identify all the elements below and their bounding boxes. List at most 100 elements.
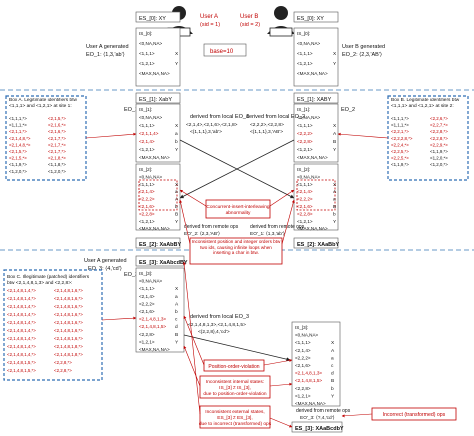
identifier: <2,1,4,8,1,6,*> [54,288,83,293]
state-line: <2,2,2> [295,355,311,360]
derived-local-3-vals: <2,1,4,8,1,3>,<2,1,4,8,1,5> [188,322,246,328]
derived-remote-left-b: EO'_2: ⟨2,3,'AB'⟩ [184,231,220,237]
identifier: <2,1,4,8,1,8,*> [54,344,83,349]
state-char: Y [175,219,179,225]
state-line: <1,2,1> [139,219,155,224]
is3-left-lines: IS_[3]:<0,NA,NA><1,1,1><2,1,4><2,2,2><2,… [139,271,179,352]
state-line: <2,2,2> [297,131,313,136]
inconsistent-label: Inconsistent position and integer orders… [191,239,281,256]
identifier: <2,2,6,*> [430,116,448,121]
gen-a-line1: User A generated [86,44,129,50]
derived-remote-left: derived from remote ops [184,224,239,230]
pov-label-box [203,359,265,372]
state-line: <2,1,4> [139,294,155,299]
state-line: <2,1,6> [139,309,155,314]
state-line: <2,2,8> [139,211,155,216]
state-char: A [333,131,337,137]
state-char: d [331,371,334,377]
state-char: a [175,295,178,300]
state-line: <2,2,8> [139,332,155,337]
identifier: <1,2,0,*> [9,169,27,174]
is3-right-lines: IS_[3]:<0,NA,NA><1,1,1><2,1,4><2,2,2><2,… [295,325,335,406]
state-line: IS_[1]: [297,107,310,112]
state-char: B [333,139,336,145]
external-arrow-left [182,261,201,415]
state-line: IS_[0]: [139,31,152,36]
eo3-label: EO_3 [124,272,138,278]
state-char: X [333,51,337,57]
identifier: <2,2,2,8,*> [391,136,413,141]
state-line: <2,1,4,8,1,5> [295,378,322,383]
state-line: IS_[2]: [297,167,310,172]
derived-remote-right-b: EO'_1: ⟨1,3,'ab'⟩ [250,231,285,237]
is2-right-highlight [296,179,336,211]
state-line: <1,1,1> [139,182,155,187]
identifier: <2,1,4,8,1,4,*> [7,296,36,301]
state-char: a [175,190,178,195]
state-line: <0,NA,NA> [139,41,163,46]
box-c-arrow [101,316,137,321]
identifier: <2,2,4,*> [391,142,409,147]
state-line: <MAX,NA,NA> [139,155,170,160]
internal-arrow-right [269,382,293,387]
identifier: <2,1,4,8,1,5,*> [7,368,36,373]
state-char: a [331,356,334,361]
state-char: c [175,318,178,323]
state-char: Y [333,147,337,153]
state-line: <2,1,4> [297,189,313,194]
state-line: <1,1,1> [297,123,313,128]
identifier: <2,2,1,*> [391,129,409,134]
state-line: <2,1,1,4> [139,131,159,136]
state-char: b [175,139,178,145]
external-label-1: Inconsistent external states, [205,409,264,415]
internal-label-2: IS_[3] ≠ IS_[3], [219,385,251,391]
state-char: B [331,378,334,384]
identifier: <2,1,4,8,1,6,*> [54,304,83,309]
es0-left-box [135,11,181,23]
state-char: c [331,364,334,369]
identifier: <2,1,4,8,1,8,*> [54,352,83,357]
inconsistent-arrow-right [281,199,295,245]
is1-left-lines: IS_[1]:<0,NA,NA><1,1,1><2,1,1,4><2,1,4><… [139,107,179,160]
state-line: <1,1,1> [295,340,311,345]
identifier: <2,2,8,*> [430,136,448,141]
es0-right: ES_[0]: XY [297,16,324,22]
state-line: <1,2,1> [295,393,311,398]
derived-remote-3-b: EO'_3: ⟨?,4,'cd'⟩ [300,415,335,421]
es0-left: ES_[0]: XY [139,16,166,22]
incorrect-arrow [341,413,373,418]
identifier: <2,1,6,*> [48,129,66,134]
box-c-title-1: Box C. Illegitimate (patched) identifier… [7,274,90,280]
state-line: <1,2,1> [297,219,313,224]
box-b-identifiers: <1,1,1,*><1,1,1,*><2,2,1,*><2,2,2,8,*><2… [391,116,448,167]
identifier: <1,2,0,*> [430,162,448,167]
box-a-arrow [85,132,137,139]
identifier: <2,1,1,*> [9,129,27,134]
identifier: <2,1,7,*> [48,136,66,141]
state-char: B [333,204,336,210]
state-char: A [175,301,179,307]
internal-label-1: Inconsistent internal states: [206,379,264,385]
state-char: d [175,324,178,330]
state-line: <2,1,4> [295,348,311,353]
state-line: <2,1,4,8,1,3> [295,371,322,376]
es2-right: ES_[2]: XAaBbY [297,242,340,248]
state-line: <1,1,1> [297,51,313,56]
derived-local-1: derived from local EO_1 [190,114,249,120]
external-arrow-right [269,417,293,428]
user-b-label: User B [240,14,258,20]
state-char: A [333,189,337,195]
external-label-2: ES_[3] ≠ ES_[3], [217,415,252,421]
identifier: <2,1,7,*> [48,142,66,147]
gen-b-line2: EO_2: ⟨2,3,'AB'⟩ [342,51,382,58]
es0-right-box [293,11,339,23]
identifier: <1,1,8,*> [48,162,66,167]
state-line: <2,1,4> [139,139,155,144]
state-line: <2,1,6> [295,363,311,368]
state-line: <0,NA,NA> [295,333,319,338]
state-line: <0,NA,NA> [297,41,321,46]
state-char: X [333,182,337,188]
state-char: X [333,123,337,129]
external-label-3: due to incorrect (transformed) ops [199,421,272,427]
